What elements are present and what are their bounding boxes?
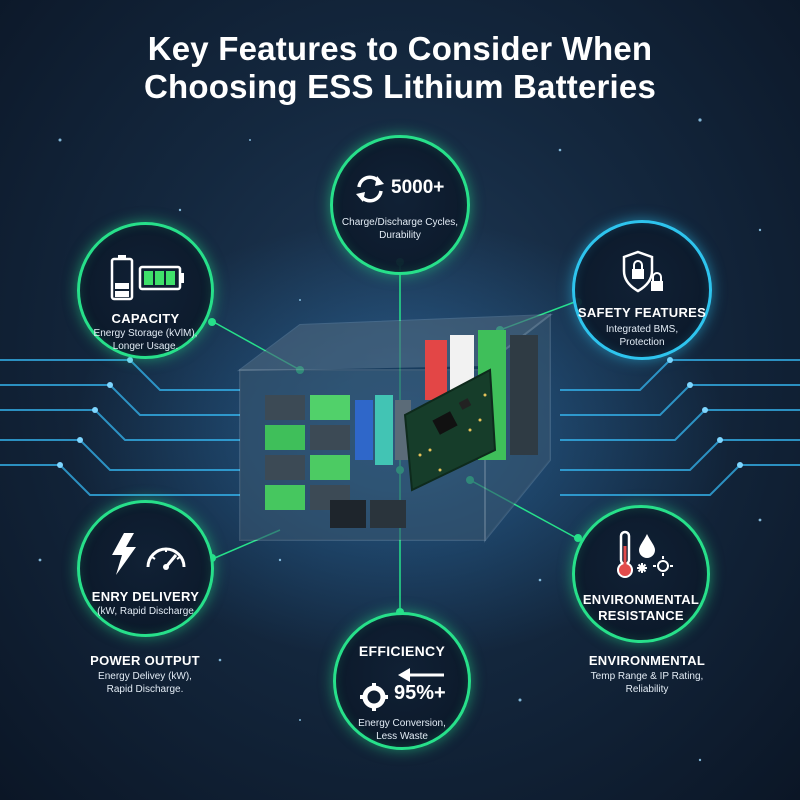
efficiency-value: 95%+ xyxy=(394,682,446,704)
feature-environmental-circle: ENVIRONMENTAL RESISTANCE xyxy=(572,505,710,643)
thermometer-weather-icon xyxy=(617,530,673,578)
title-line-1: Key Features to Consider When xyxy=(147,30,653,67)
safety-line-2: Protection xyxy=(619,337,665,348)
battery-illustration xyxy=(236,312,554,543)
efficiency-line-1: Energy Conversion, xyxy=(358,718,446,729)
power-output-line-1: Energy Delivey (kW), xyxy=(98,671,192,682)
power-output-line-2: Rapid Discharge. xyxy=(106,684,184,695)
cycles-line-1: Charge/Discharge Cycles, xyxy=(341,217,459,228)
safety-heading: SAFETY FEATURES xyxy=(577,305,707,320)
safety-line-1: Integrated BMS, xyxy=(605,324,679,335)
environmental-line-1: Temp Range & IP Rating, xyxy=(590,671,704,682)
power-heading: ENRY DELIVERY xyxy=(91,589,200,604)
shield-lock-icon xyxy=(622,250,663,293)
efficiency-line-2: Less Waste xyxy=(376,731,428,742)
title-line-2: Choosing ESS Lithium Batteries xyxy=(143,68,657,105)
environmental-heading-line-2: RESISTANCE xyxy=(598,608,684,623)
feature-capacity-circle: CAPACITY Energy Storage (kVlM), Longer U… xyxy=(77,222,214,359)
feature-safety-circle: SAFETY FEATURES Integrated BMS, Protecti… xyxy=(572,220,712,360)
environmental-heading-line-1: ENVIRONMENTAL xyxy=(582,592,700,607)
battery-level-icon xyxy=(110,255,184,301)
page-title: Key Features to Consider When Choosing E… xyxy=(0,30,800,106)
power-line-1: (kW, Rapid Discharge xyxy=(97,606,194,617)
lightning-gauge-icon xyxy=(112,533,186,575)
capacity-heading: CAPACITY xyxy=(111,311,180,326)
feature-power-circle: ENRY DELIVERY (kW, Rapid Discharge xyxy=(77,500,214,637)
cycles-value: 5000+ xyxy=(391,177,445,198)
efficiency-heading: EFFICIENCY xyxy=(358,643,446,659)
feature-efficiency-circle: EFFICIENCY 95%+ Energy Conversion, Less … xyxy=(333,612,471,750)
feature-cycles-circle: 5000+ Charge/Discharge Cycles, Durabilit… xyxy=(330,135,470,275)
gear-arrow-icon xyxy=(360,668,444,711)
capacity-line-1: Energy Storage (kVlM), xyxy=(93,328,198,339)
capacity-line-2: Longer Usage. xyxy=(112,341,179,352)
environmental-line-2: Reliability xyxy=(625,684,669,695)
power-output-heading: POWER OUTPUT xyxy=(90,653,200,668)
refresh-icon xyxy=(356,175,384,203)
environmental-heading: ENVIRONMENTAL xyxy=(588,653,706,668)
cycles-line-2: Durability xyxy=(379,230,421,241)
